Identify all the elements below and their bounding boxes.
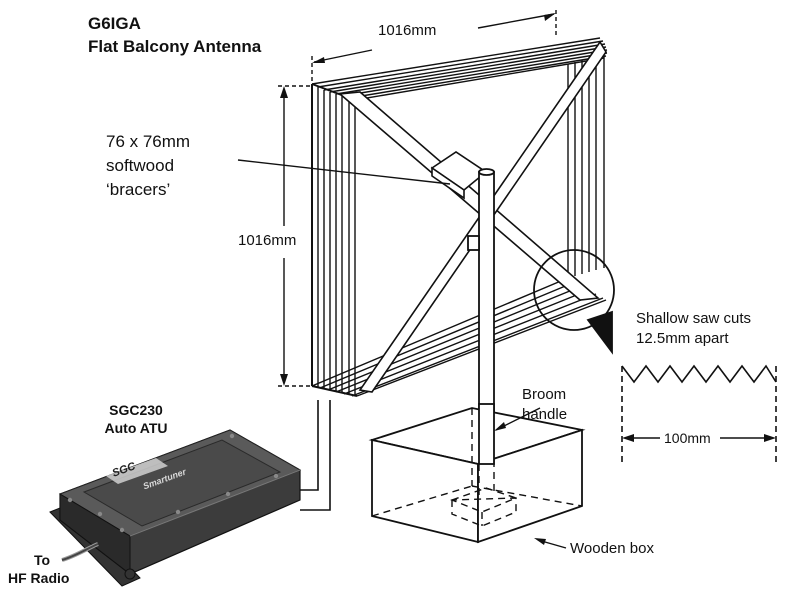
saw-cuts-label-line2: 12.5mm apart <box>636 330 729 347</box>
saw-cut-detail <box>621 364 777 466</box>
broom-leader <box>494 407 541 431</box>
atu-label-line1: SGC230 <box>109 402 163 418</box>
broom-label-line2: handle <box>522 406 568 423</box>
width-dimension <box>311 10 557 82</box>
loop-top-windings <box>311 37 608 101</box>
radio-label-line1: To <box>34 552 51 568</box>
diagonal-bracers <box>338 40 607 393</box>
bracers-leader <box>237 159 451 185</box>
saw-cut-magnifier <box>533 249 615 355</box>
height-dimension <box>278 85 310 387</box>
bracers-label-line1: 76 x 76mm <box>106 132 191 151</box>
title-callsign: G6IGA <box>88 14 141 33</box>
saw-spacing-span-label: 100mm <box>664 430 711 446</box>
atu-unit <box>49 429 302 587</box>
radio-label-line2: HF Radio <box>8 570 70 586</box>
box-leader <box>534 538 567 549</box>
bracers-label-line2: softwood <box>106 156 175 175</box>
atu-label-line2: Auto ATU <box>104 420 168 436</box>
height-dimension-label: 1016mm <box>238 232 297 249</box>
loop-bottom-windings <box>311 277 607 397</box>
wooden-box <box>368 403 586 544</box>
width-dimension-label: 1016mm <box>378 22 437 39</box>
feed-wires <box>296 400 331 511</box>
title-subtitle: Flat Balcony Antenna <box>88 37 262 56</box>
broom-label-line1: Broom <box>522 386 567 403</box>
loop-left-windings <box>317 87 356 396</box>
saw-cuts-label-line1: Shallow saw cuts <box>636 310 752 327</box>
box-label: Wooden box <box>570 540 654 557</box>
loop-frame <box>311 37 608 397</box>
bracers-label-line3: ‘bracers’ <box>106 180 171 199</box>
